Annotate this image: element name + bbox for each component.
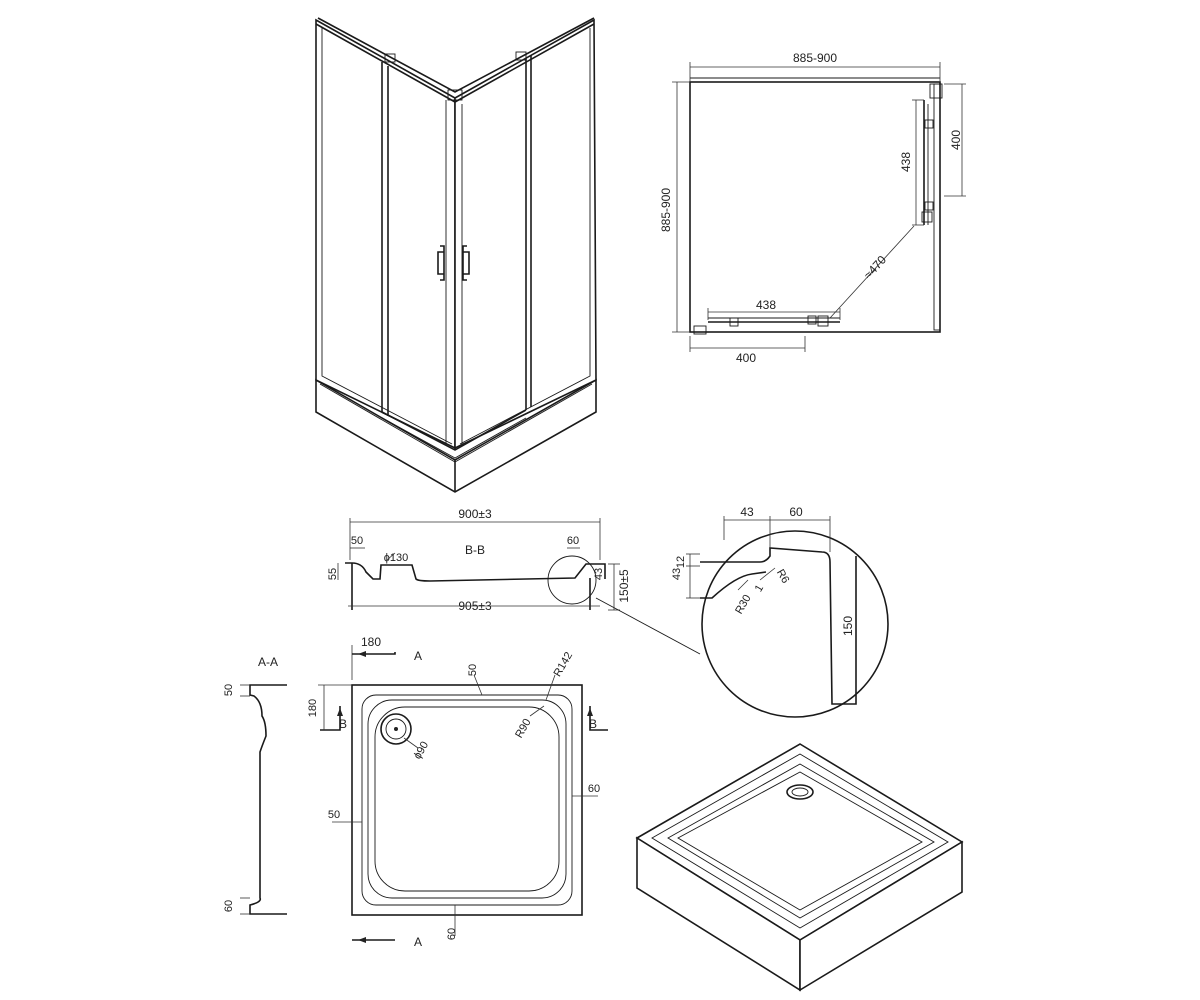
bb-right-rim: 60 bbox=[567, 535, 579, 547]
tray-plan bbox=[318, 645, 608, 943]
section-bb bbox=[337, 518, 620, 611]
bb-right-small: 43 bbox=[593, 568, 605, 580]
tray-offset-y: 180 bbox=[307, 699, 319, 717]
detail-rim bbox=[595, 516, 889, 718]
drain-dia: ɸ90 bbox=[412, 740, 432, 762]
detail-43: 43 bbox=[740, 505, 754, 519]
bb-height: 150±5 bbox=[617, 569, 631, 603]
aa-bottom: 60 bbox=[223, 900, 235, 912]
r142: R142 bbox=[552, 650, 576, 679]
tray-plan-labels: 180 A A B B 180 50 R142 R90 ɸ90 50 60 60 bbox=[307, 635, 600, 949]
rim-right: 60 bbox=[588, 783, 600, 795]
bb-step-height: 55 bbox=[327, 568, 339, 580]
diagonal-label: ≈470 bbox=[861, 253, 889, 282]
detail-r6: R6 bbox=[774, 567, 791, 585]
fixed-right-label: 400 bbox=[949, 130, 963, 150]
r90: R90 bbox=[513, 717, 533, 740]
detail-slope: 1 bbox=[753, 583, 766, 594]
detail-12: 12 bbox=[675, 556, 687, 568]
aa-title: A-A bbox=[258, 655, 278, 669]
enclosure-isometric bbox=[315, 17, 597, 493]
cut-a-bottom: A bbox=[414, 935, 422, 949]
bb-title: B-B bbox=[465, 543, 485, 557]
enclosure-plan bbox=[672, 62, 966, 352]
detail-43-side: 43 bbox=[671, 568, 683, 580]
aa-top: 50 bbox=[223, 684, 235, 696]
detail-60: 60 bbox=[789, 505, 803, 519]
door-right-label: 438 bbox=[899, 152, 913, 172]
fixed-bottom-label: 400 bbox=[736, 351, 756, 365]
section-aa bbox=[240, 684, 287, 915]
tray-isometric bbox=[635, 743, 964, 992]
plan-depth-label: 885-900 bbox=[659, 188, 673, 232]
detail-height: 150 bbox=[841, 616, 855, 636]
plan-width-label: 885-900 bbox=[793, 51, 837, 65]
rim-left: 50 bbox=[328, 809, 340, 821]
bb-top-width: 900±3 bbox=[458, 507, 492, 521]
section-bb-labels: 900±3 B-B 50 60 ɸ130 55 43 150±5 905±3 bbox=[327, 507, 631, 613]
bb-left-rim: 50 bbox=[351, 535, 363, 547]
cut-a-top: A bbox=[414, 649, 422, 663]
bb-drain: ɸ130 bbox=[384, 552, 408, 564]
rim-top: 50 bbox=[467, 664, 479, 676]
door-bottom-label: 438 bbox=[756, 298, 776, 312]
tray-offset-x: 180 bbox=[361, 635, 381, 649]
section-aa-labels: A-A 50 60 bbox=[223, 655, 278, 912]
cut-b-left: B bbox=[339, 717, 347, 731]
cut-b-right: B bbox=[589, 717, 597, 731]
bb-bottom-width: 905±3 bbox=[458, 599, 492, 613]
detail-r30: R30 bbox=[733, 593, 753, 616]
detail-labels: 43 60 12 43 R6 R30 1 150 bbox=[671, 505, 855, 636]
rim-bottom: 60 bbox=[446, 928, 458, 940]
